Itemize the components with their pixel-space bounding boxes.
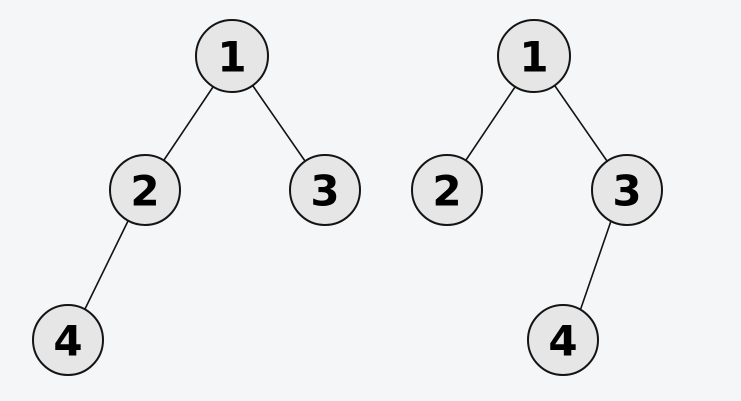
node-label-r4: 4	[548, 317, 577, 366]
node-circle-l2[interactable]	[109, 154, 181, 226]
node-circle-l4[interactable]	[32, 304, 104, 376]
tree-node-l3[interactable]: 3	[289, 154, 361, 226]
tree-edge-l1-to-l3	[252, 85, 306, 162]
tree-node-r3[interactable]: 3	[591, 154, 663, 226]
node-circle-r2[interactable]	[411, 154, 483, 226]
node-circle-l3[interactable]	[289, 154, 361, 226]
tree-edge-r1-to-r2	[465, 86, 516, 161]
node-label-l2: 2	[130, 167, 159, 216]
tree-node-l1[interactable]: 1	[195, 19, 269, 93]
node-label-r1: 1	[519, 33, 548, 82]
left-binary-tree: 1 2 3 4	[32, 19, 361, 376]
tree-node-r1[interactable]: 1	[497, 19, 571, 93]
right-tree-nodes: 1 2 3 4	[411, 19, 663, 376]
tree-edge-r1-to-r3	[554, 85, 608, 162]
right-tree-edges	[465, 85, 612, 312]
node-circle-r4[interactable]	[527, 304, 599, 376]
tree-edge-l2-to-l4	[84, 220, 129, 310]
node-circle-l1[interactable]	[195, 19, 269, 93]
tree-edge-r3-to-r4	[579, 220, 612, 312]
left-tree-edges	[84, 85, 306, 310]
node-circle-r1[interactable]	[497, 19, 571, 93]
tree-node-l4[interactable]: 4	[32, 304, 104, 376]
node-label-r3: 3	[612, 167, 641, 216]
tree-node-r4[interactable]: 4	[527, 304, 599, 376]
tree-edge-l1-to-l2	[163, 86, 214, 161]
right-binary-tree: 1 2 3 4	[411, 19, 663, 376]
tree-node-r2[interactable]: 2	[411, 154, 483, 226]
tree-node-l2[interactable]: 2	[109, 154, 181, 226]
node-label-l4: 4	[53, 317, 82, 366]
node-circle-r3[interactable]	[591, 154, 663, 226]
node-label-l1: 1	[217, 33, 246, 82]
node-label-l3: 3	[310, 167, 339, 216]
node-label-r2: 2	[432, 167, 461, 216]
left-tree-nodes: 1 2 3 4	[32, 19, 361, 376]
